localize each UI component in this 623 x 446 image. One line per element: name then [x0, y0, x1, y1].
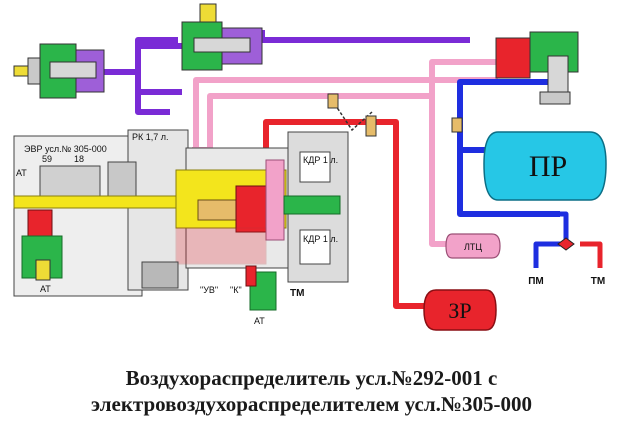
release-valve-icon	[365, 115, 377, 137]
caption-line-2: электровоздухораспределителем усл.№305-0…	[91, 392, 532, 416]
ltc-tank: ЛТЦ	[445, 233, 501, 259]
k-label: "К"	[230, 285, 242, 295]
num-18-label: 18	[74, 154, 84, 164]
red-pipe	[263, 119, 424, 309]
rk-label: РК 1,7 л.	[132, 132, 169, 142]
red-pipe-right	[580, 241, 603, 268]
relay-valve-top-right	[495, 31, 579, 105]
zr-label: ЗР	[448, 298, 471, 323]
at-left-label: АТ	[40, 284, 51, 294]
cutoff-valve-icon	[451, 117, 463, 133]
at-small-label: АТ	[16, 168, 27, 178]
evr-label: ЭВР усл.№ 305-000	[24, 144, 107, 154]
num-59-label: 59	[42, 154, 52, 164]
brake-cylinder-left	[13, 43, 105, 99]
chain	[331, 99, 373, 132]
tm-right-label: ТМ	[591, 276, 605, 287]
tm-bottom-label: ТМ	[290, 288, 304, 299]
zr-tank: ЗР	[423, 289, 497, 331]
kdr-bottom-label: КДР 1 л.	[303, 234, 338, 244]
at-bottom-label: АТ	[254, 316, 265, 326]
uv-label: "УВ"	[200, 285, 218, 295]
brake-cylinder-mid	[181, 3, 263, 71]
drain-valve-icon	[327, 93, 339, 109]
evr-body	[13, 129, 349, 311]
pr-label: ПР	[529, 150, 567, 183]
caption-line-1: Воздухораспределитель усл.№292-001 с	[125, 366, 498, 390]
ltc-label: ЛТЦ	[464, 242, 482, 252]
purple-pipe-long	[135, 92, 170, 115]
kdr-top-label: КДР 1 л.	[303, 155, 338, 165]
pr-tank: ПР	[483, 131, 607, 201]
pm-label: ПМ	[528, 276, 544, 287]
pm-tm-valve-icon	[557, 237, 575, 251]
